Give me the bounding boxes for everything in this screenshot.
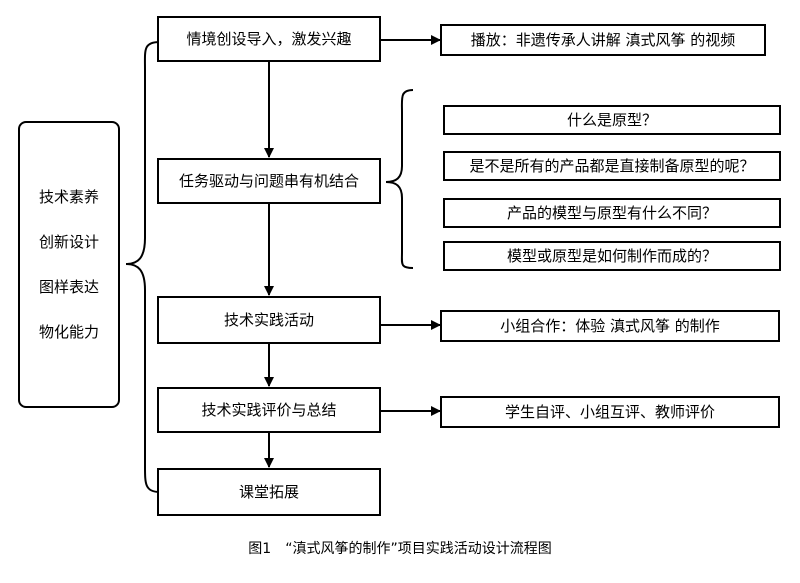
step-label: 情境创设导入，激发兴趣 bbox=[186, 29, 352, 48]
question-label: 什么是原型？ bbox=[566, 110, 657, 129]
question-box-4: 模型或原型是如何制作而成的？ bbox=[443, 241, 781, 271]
step-label: 技术实践评价与总结 bbox=[201, 400, 337, 419]
left-curly-brace bbox=[125, 41, 161, 493]
question-label: 产品的模型与原型有什么不同？ bbox=[506, 203, 717, 222]
note-label: 播放：非遗传承人讲解 滇式风筝 的视频 bbox=[470, 30, 736, 49]
step-box-4: 技术实践评价与总结 bbox=[157, 387, 381, 433]
note-label: 学生自评、小组互评、教师评价 bbox=[504, 402, 715, 421]
step-box-3: 技术实践活动 bbox=[157, 296, 381, 344]
step-label: 技术实践活动 bbox=[223, 310, 314, 329]
competency-item: 图样表达 bbox=[38, 277, 99, 296]
competency-box: 技术素养 创新设计 图样表达 物化能力 bbox=[18, 121, 120, 408]
note-evaluation: 学生自评、小组互评、教师评价 bbox=[440, 396, 780, 428]
competency-item: 物化能力 bbox=[38, 322, 99, 341]
step-box-2: 任务驱动与问题串有机结合 bbox=[157, 158, 381, 204]
question-box-2: 是不是所有的产品都是直接制备原型的呢？ bbox=[443, 151, 781, 181]
question-box-3: 产品的模型与原型有什么不同？ bbox=[443, 198, 781, 228]
note-activity: 小组合作：体验 滇式风筝 的制作 bbox=[440, 310, 780, 342]
note-video: 播放：非遗传承人讲解 滇式风筝 的视频 bbox=[440, 24, 766, 56]
step-box-1: 情境创设导入，激发兴趣 bbox=[157, 16, 381, 62]
figure-caption: 图1 “滇式风筝的制作”项目实践活动设计流程图 bbox=[248, 541, 552, 557]
step-box-5: 课堂拓展 bbox=[157, 468, 381, 516]
question-label: 模型或原型是如何制作而成的？ bbox=[506, 246, 717, 265]
right-curly-brace bbox=[385, 89, 414, 269]
step-label: 任务驱动与问题串有机结合 bbox=[178, 171, 359, 190]
competency-item: 技术素养 bbox=[38, 187, 99, 206]
question-label: 是不是所有的产品都是直接制备原型的呢？ bbox=[469, 156, 755, 175]
note-label: 小组合作：体验 滇式风筝 的制作 bbox=[500, 316, 720, 335]
question-box-1: 什么是原型？ bbox=[443, 105, 781, 135]
competency-item: 创新设计 bbox=[38, 232, 99, 251]
step-label: 课堂拓展 bbox=[238, 482, 299, 501]
